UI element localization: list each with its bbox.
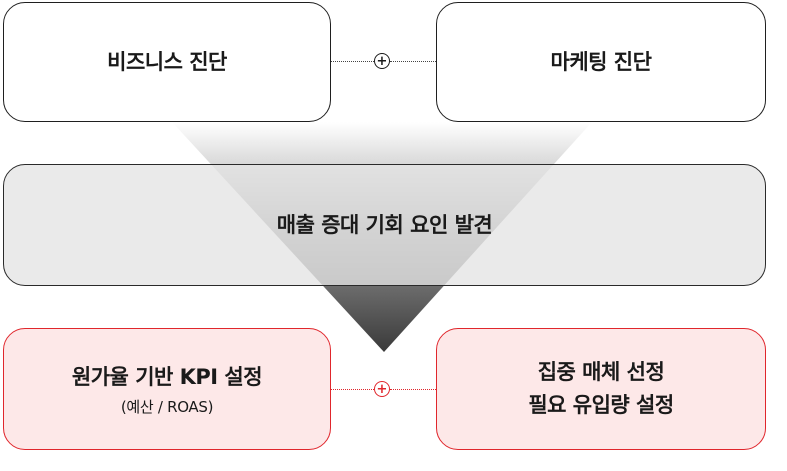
top-connector-left (331, 61, 374, 62)
media-selection-line1: 집중 매체 선정 (537, 360, 665, 385)
media-selection-line2: 필요 유입량 설정 (528, 393, 674, 417)
top-connector-right (390, 61, 436, 62)
top-plus-icon: + (374, 53, 390, 69)
bottom-connector-right (390, 389, 436, 390)
marketing-diagnosis-label: 마케팅 진단 (550, 49, 652, 74)
kpi-setting-box: 원가율 기반 KPI 설정 (예산 / ROAS) (3, 328, 331, 450)
bottom-plus-icon: + (374, 381, 390, 397)
marketing-diagnosis-box: 마케팅 진단 (436, 2, 766, 122)
media-selection-box: 집중 매체 선정 필요 유입량 설정 (436, 328, 766, 450)
business-diagnosis-label: 비즈니스 진단 (107, 49, 227, 74)
business-diagnosis-box: 비즈니스 진단 (3, 2, 331, 122)
kpi-setting-label: 원가율 기반 KPI 설정 (71, 365, 263, 390)
kpi-setting-sublabel: (예산 / ROAS) (120, 397, 214, 416)
revenue-opportunity-box: 매출 증대 기회 요인 발견 (3, 164, 766, 286)
bottom-connector-left (331, 389, 374, 390)
revenue-opportunity-label: 매출 증대 기회 요인 발견 (276, 212, 493, 237)
